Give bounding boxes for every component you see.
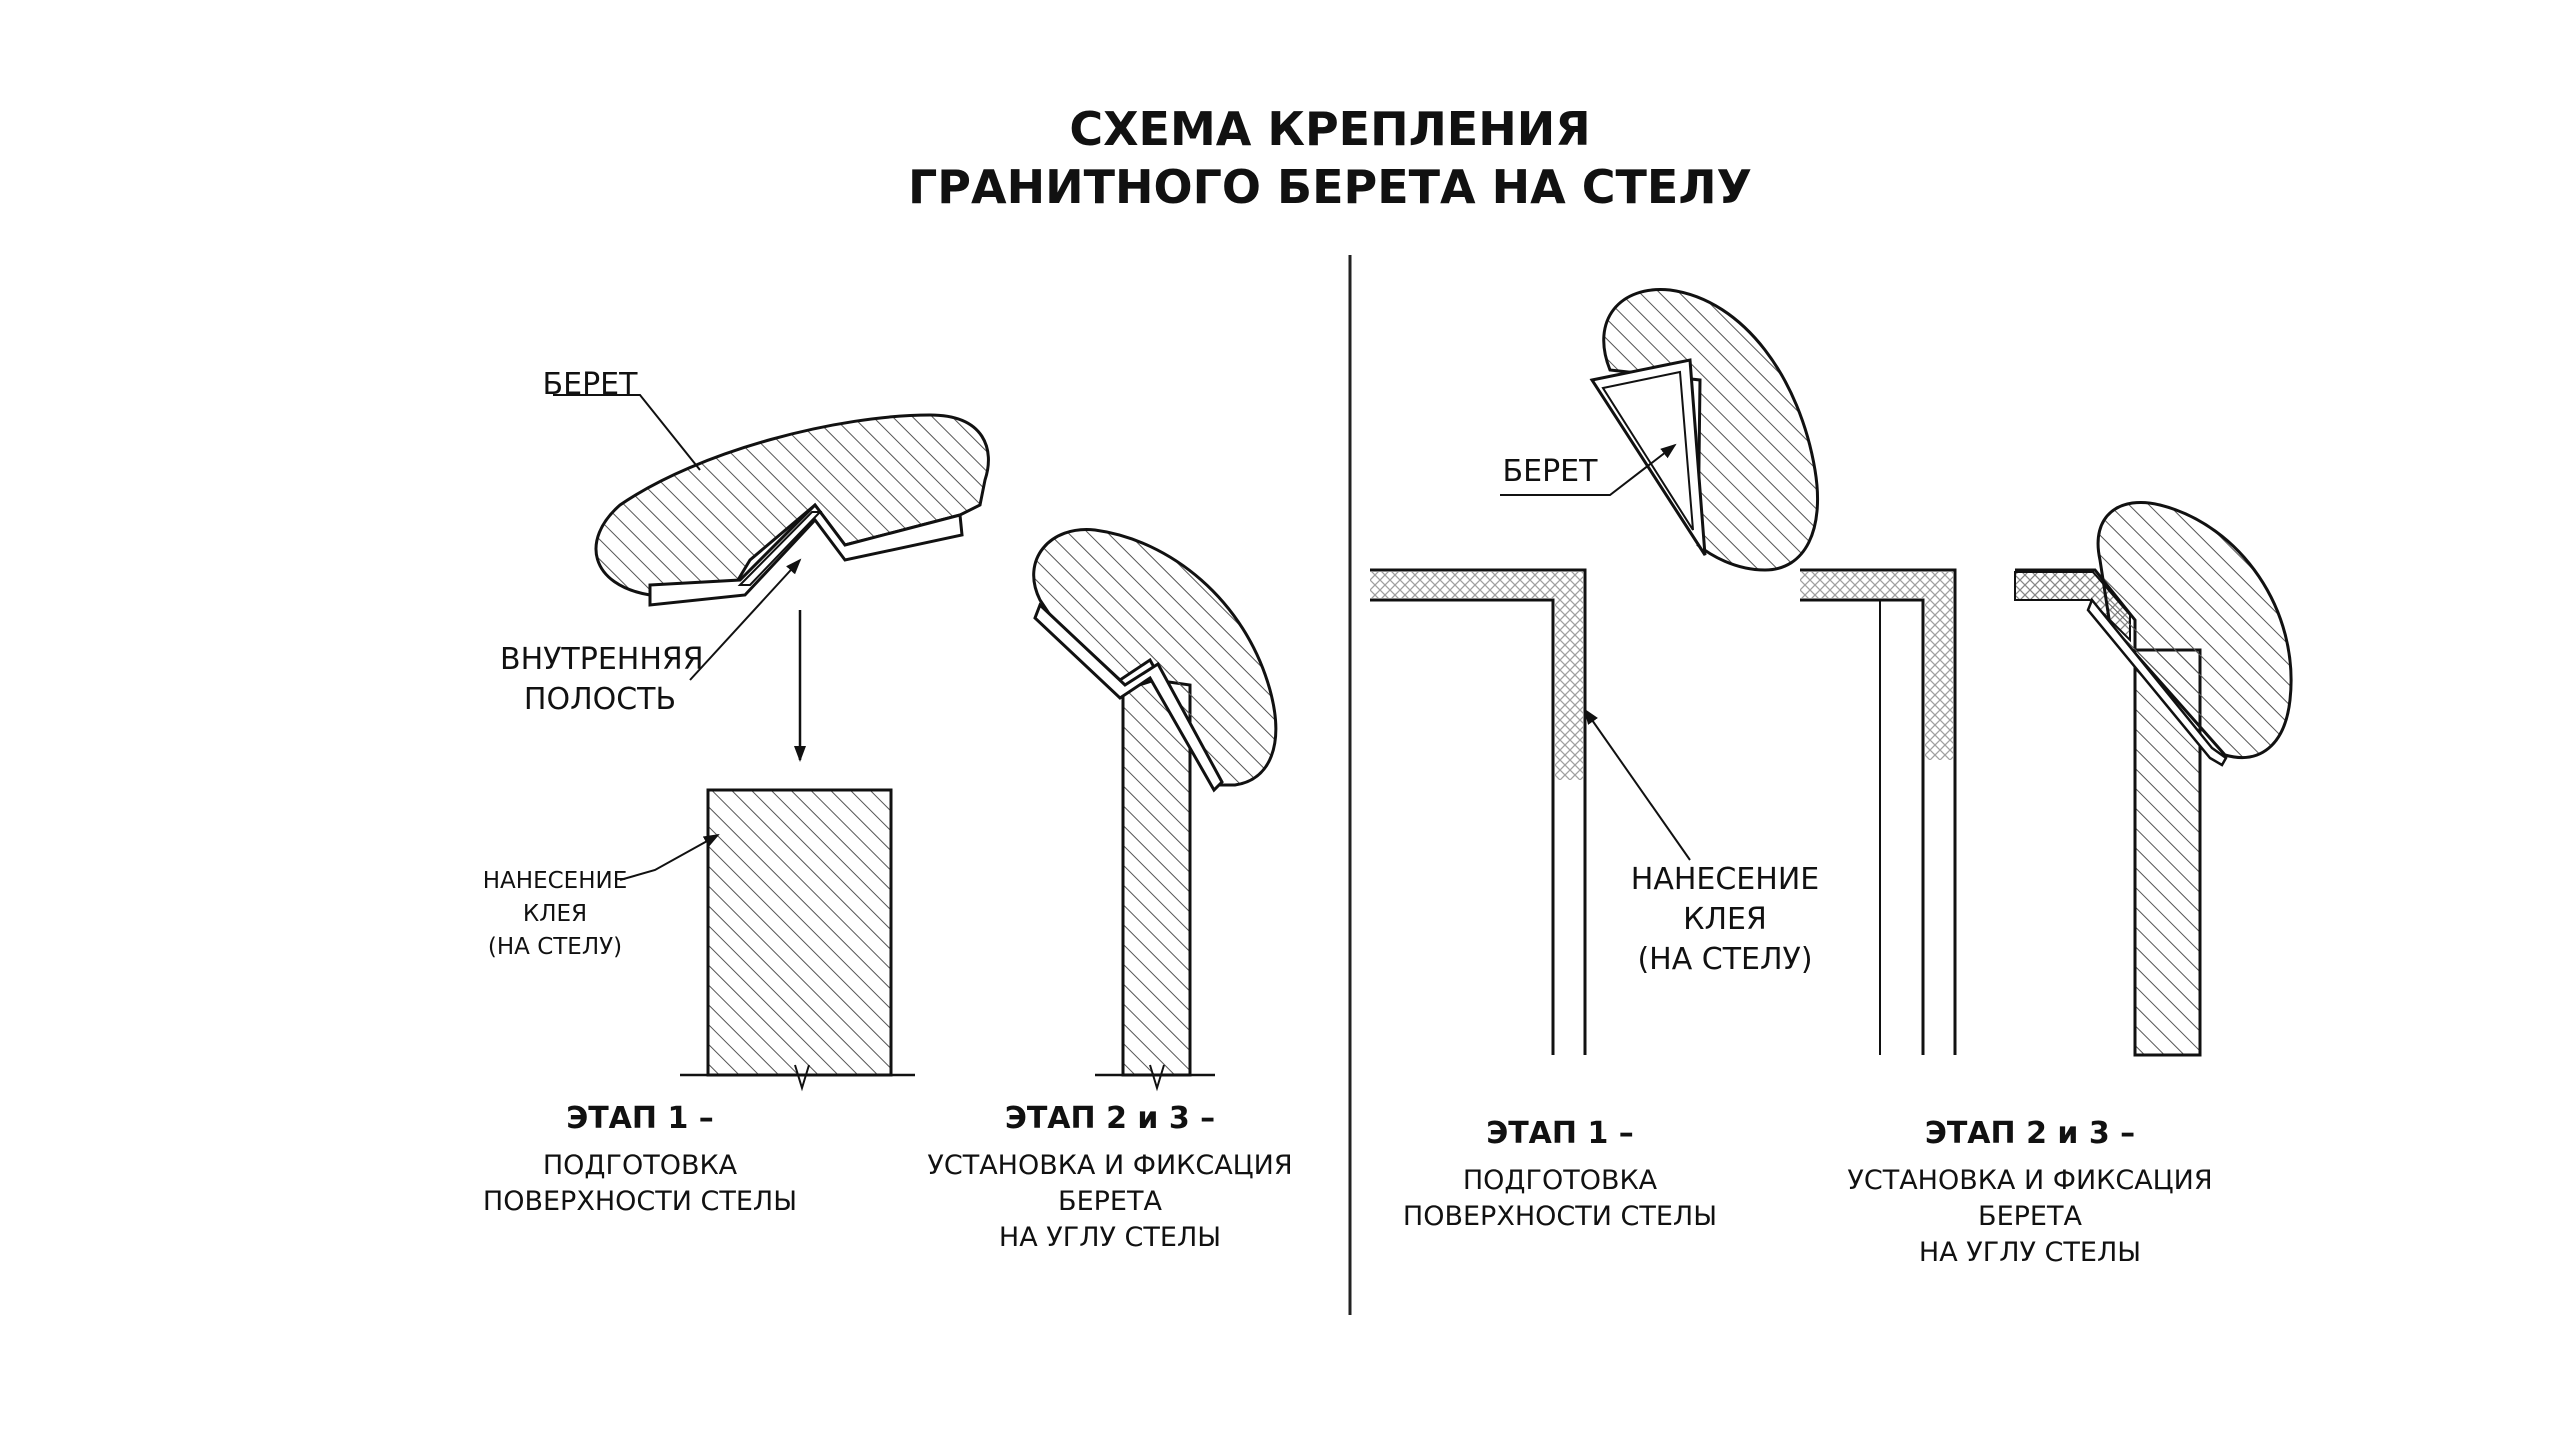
left-label-glue-line1: НАНЕСЕНИЕ КЛЕЯ bbox=[482, 868, 628, 927]
title-line-2: ГРАНИТНОГО БЕРЕТА НА СТЕЛУ bbox=[908, 160, 1752, 214]
right-beret-exploded bbox=[1589, 288, 1820, 572]
right-stage2-line1: УСТАНОВКА И ФИКСАЦИЯ БЕРЕТА bbox=[1847, 1165, 2213, 1232]
right-glue-leader bbox=[1583, 708, 1691, 861]
left-stage1-caption: ЭТАП 1 – ПОДГОТОВКА ПОВЕРХНОСТИ СТЕЛЫ bbox=[480, 1100, 800, 1220]
left-beret-exploded bbox=[594, 413, 990, 607]
left-stage2-line2: НА УГЛУ СТЕЛЫ bbox=[998, 1222, 1222, 1253]
right-stage2-caption: ЭТАП 2 и 3 – УСТАНОВКА И ФИКСАЦИЯ БЕРЕТА… bbox=[1810, 1115, 2250, 1271]
right-label-glue: НАНЕСЕНИЕ КЛЕЯ (НА СТЕЛУ) bbox=[1585, 860, 1865, 980]
left-stage2-heading: ЭТАП 2 и 3 – bbox=[1004, 1101, 1216, 1136]
right-label-glue-line2: (НА СТЕЛУ) bbox=[1637, 942, 1813, 977]
right-label-beret-text: БЕРЕТ bbox=[1502, 454, 1598, 489]
right-stage1-caption: ЭТАП 1 – ПОДГОТОВКА ПОВЕРХНОСТИ СТЕЛЫ bbox=[1400, 1115, 1720, 1235]
left-label-glue: НАНЕСЕНИЕ КЛЕЯ (НА СТЕЛУ) bbox=[450, 865, 660, 964]
diagram-title: СХЕМА КРЕПЛЕНИЯ ГРАНИТНОГО БЕРЕТА НА СТЕ… bbox=[0, 100, 2560, 216]
left-label-beret: БЕРЕТ bbox=[520, 365, 660, 405]
left-label-beret-text: БЕРЕТ bbox=[542, 367, 638, 402]
right-label-glue-line1: НАНЕСЕНИЕ КЛЕЯ bbox=[1630, 862, 1820, 937]
right-stage1-heading: ЭТАП 1 – bbox=[1486, 1116, 1634, 1151]
left-beret-leader bbox=[553, 394, 701, 471]
right-stage1-line1: ПОДГОТОВКА bbox=[1462, 1165, 1658, 1196]
title-line-1: СХЕМА КРЕПЛЕНИЯ bbox=[1069, 102, 1591, 156]
left-stage1-line2: ПОВЕРХНОСТИ СТЕЛЫ bbox=[482, 1186, 798, 1217]
left-label-cavity-line1: ВНУТРЕННЯЯ bbox=[500, 642, 704, 677]
right-stage2-line2: НА УГЛУ СТЕЛЫ bbox=[1918, 1237, 2142, 1268]
left-stage1-line1: ПОДГОТОВКА bbox=[542, 1150, 738, 1181]
right-stele-stage2-b bbox=[2014, 500, 2293, 1057]
left-label-cavity: ВНУТРЕННЯЯ ПОЛОСТЬ bbox=[500, 640, 704, 720]
right-stele-stage1 bbox=[1370, 568, 1587, 1055]
left-stage2-line1: УСТАНОВКА И ФИКСАЦИЯ БЕРЕТА bbox=[927, 1150, 1293, 1217]
left-label-cavity-line2: ПОЛОСТЬ bbox=[523, 682, 677, 717]
left-cavity-leader bbox=[689, 558, 802, 681]
left-stele-stage2 bbox=[1032, 528, 1278, 1092]
left-stele-stage1 bbox=[680, 788, 915, 1092]
right-label-beret: БЕРЕТ bbox=[1480, 452, 1620, 492]
right-stage1-line2: ПОВЕРХНОСТИ СТЕЛЫ bbox=[1402, 1201, 1718, 1232]
left-label-glue-line2: (НА СТЕЛУ) bbox=[487, 934, 623, 960]
left-stage2-caption: ЭТАП 2 и 3 – УСТАНОВКА И ФИКСАЦИЯ БЕРЕТА… bbox=[890, 1100, 1330, 1256]
right-stage2-heading: ЭТАП 2 и 3 – bbox=[1924, 1116, 2136, 1151]
left-glue-leader bbox=[619, 834, 720, 881]
left-stage1-heading: ЭТАП 1 – bbox=[566, 1101, 714, 1136]
right-beret-leader bbox=[1500, 443, 1677, 496]
right-stele-stage2-a bbox=[1800, 568, 1957, 1055]
